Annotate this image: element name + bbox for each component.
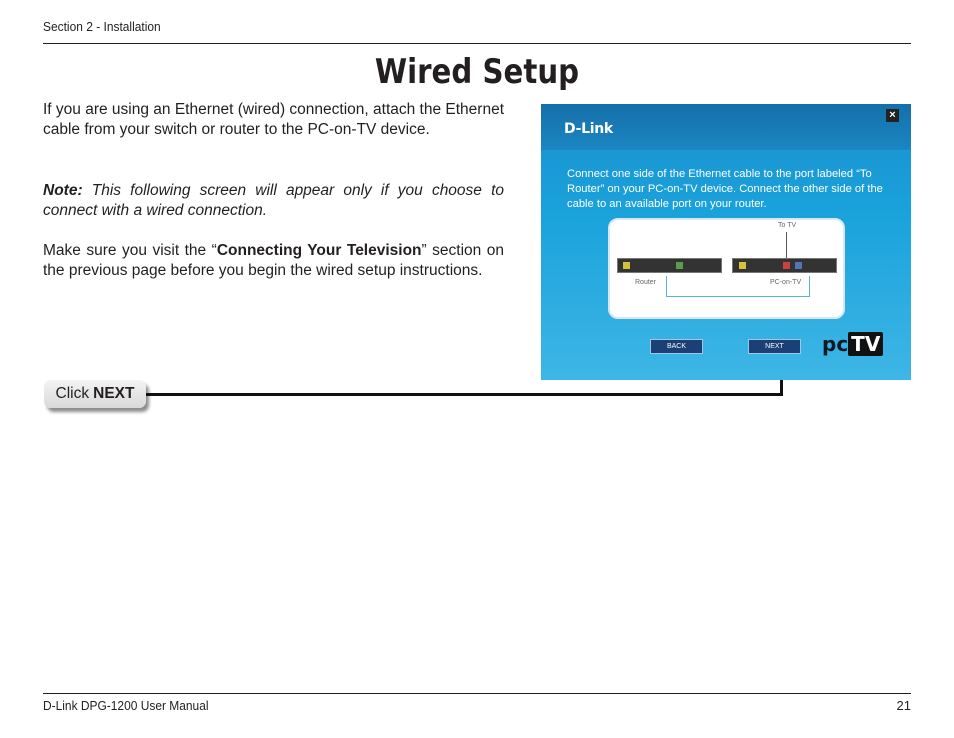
pctv-port-icon xyxy=(739,262,746,269)
back-button[interactable]: BACK xyxy=(650,339,703,354)
router-device xyxy=(617,258,722,273)
to-tv-line xyxy=(786,232,787,258)
pctv-port-icon xyxy=(795,262,802,269)
p3-pre: Make sure you visit the “ xyxy=(43,242,217,259)
note-label: Note: xyxy=(43,182,83,199)
page-title: Wired Setup xyxy=(374,52,580,92)
callout-action: NEXT xyxy=(93,385,135,402)
router-port-icon xyxy=(676,262,683,269)
note-text: This following screen will appear only i… xyxy=(43,182,504,220)
cable-bottom xyxy=(666,296,810,297)
connection-diagram: To TV Router PC-on-TV xyxy=(608,218,845,319)
section-label: Section 2 - Installation xyxy=(43,19,161,34)
page-number: 21 xyxy=(896,698,911,713)
paragraph-ethernet: If you are using an Ethernet (wired) con… xyxy=(43,101,504,139)
callout-connector-horizontal xyxy=(146,393,783,396)
router-label: Router xyxy=(635,279,657,286)
to-tv-label: To TV xyxy=(778,222,797,229)
footer-manual-title: D-Link DPG-1200 User Manual xyxy=(43,698,209,713)
dlink-logo: D-Link xyxy=(564,121,613,137)
paragraph-note: Note: This following screen will appear … xyxy=(43,181,504,222)
dialog-instructions: Connect one side of the Ethernet cable t… xyxy=(567,168,883,210)
pctv-label: PC-on-TV xyxy=(770,279,802,286)
close-icon[interactable]: × xyxy=(886,109,899,122)
click-next-callout: Click NEXT xyxy=(44,380,146,408)
pc-logo-text: pc xyxy=(822,332,849,356)
p3-bold-link: Connecting Your Television xyxy=(216,242,422,259)
p3-post: ” section on the previous page before yo… xyxy=(43,242,504,280)
tv-logo-text: TV xyxy=(848,332,884,356)
next-button[interactable]: NEXT xyxy=(748,339,801,354)
setup-dialog-screenshot: × D-Link Connect one side of the Etherne… xyxy=(541,104,911,380)
callout-prefix: Click xyxy=(55,385,90,402)
footer-rule xyxy=(43,693,911,694)
dialog-top-band xyxy=(541,104,911,150)
cable-left xyxy=(666,276,667,296)
cable-right xyxy=(809,276,810,296)
paragraph-instructions: Make sure you visit the “Connecting Your… xyxy=(43,241,504,282)
pctv-port-icon xyxy=(783,262,790,269)
router-port-icon xyxy=(623,262,630,269)
pctv-device xyxy=(732,258,837,273)
header-rule xyxy=(43,43,911,44)
